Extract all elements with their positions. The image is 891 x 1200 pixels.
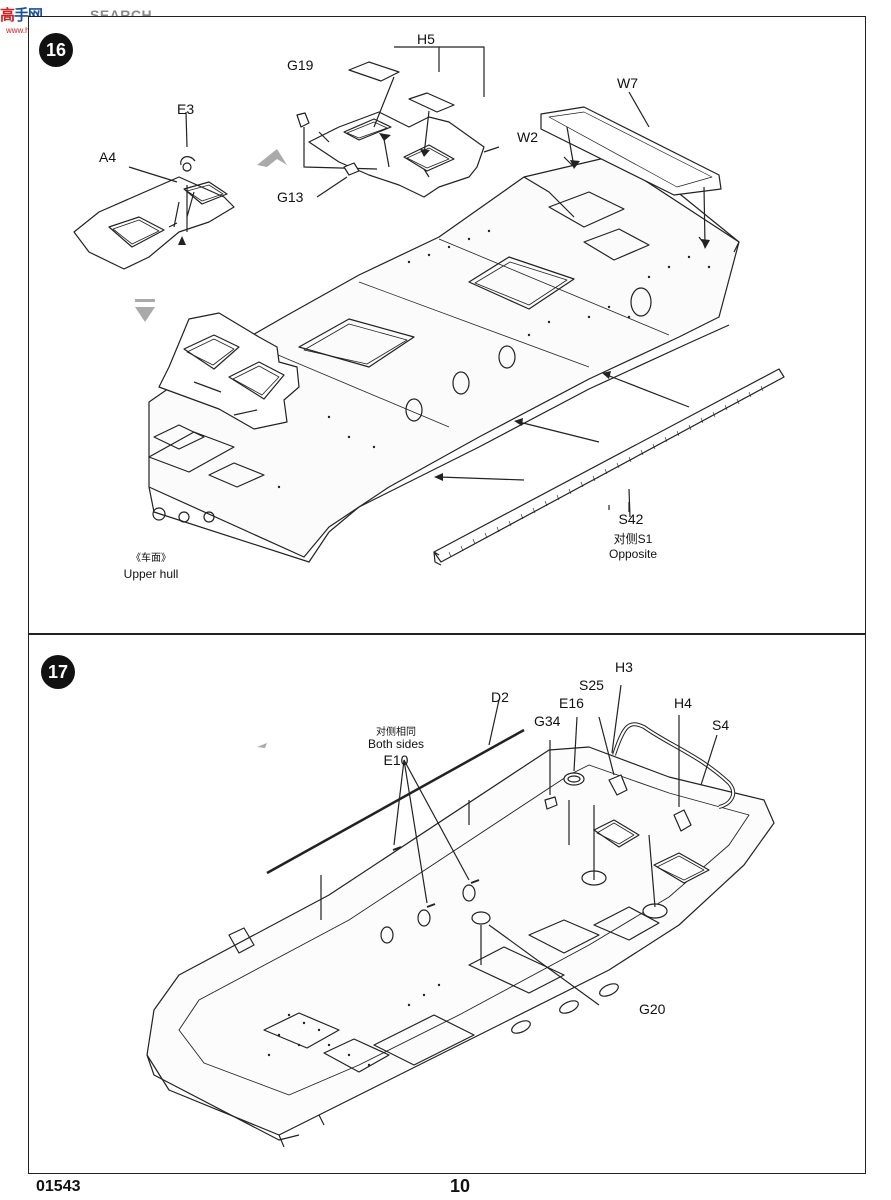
step-number-badge: 16 [39,33,73,67]
upper-hull-diagram [73,46,785,566]
label-both-sides-en: Both sides [367,737,425,751]
label-S4: S4 [712,717,730,733]
label-W7: W7 [617,75,638,91]
label-S42: S42 [618,511,644,527]
step-17-panel: 17 [28,634,866,1174]
label-upper-hull-en: Upper hull [123,567,179,581]
label-W2: W2 [517,129,538,145]
step-16-panel: 16 [28,16,866,634]
label-E16: E16 [559,695,584,711]
label-G34: G34 [534,713,561,729]
label-G19: G19 [287,57,314,73]
label-E10: E10 [383,752,409,768]
label-opposite-en: Opposite [608,547,658,561]
label-G20: G20 [639,1001,666,1017]
page-number: 10 [450,1176,471,1196]
label-S25: S25 [579,677,604,693]
lower-hull-diagram [146,684,775,1148]
label-G13: G13 [277,189,304,205]
label-H3: H3 [615,659,633,675]
label-H4: H4 [674,695,692,711]
product-code: 01543 [36,1178,81,1195]
label-E3: E3 [177,101,195,117]
label-both-sides-cn: 对侧相同 [376,727,416,738]
label-opposite-cn: 对侧S1 [613,532,653,546]
label-H5: H5 [417,31,435,47]
label-upper-hull-cn: 《车面》 [131,553,171,564]
label-D2: D2 [491,689,509,705]
label-A4: A4 [99,149,117,165]
step-number-badge: 17 [41,655,75,689]
